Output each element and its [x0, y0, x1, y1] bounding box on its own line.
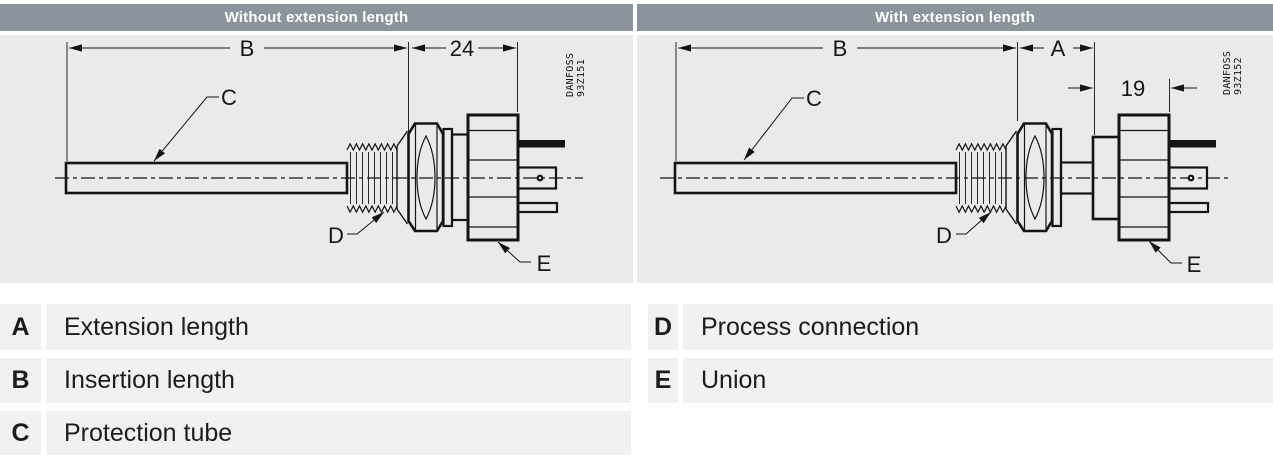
legend-key: E — [648, 358, 678, 403]
stamp-brand: DANFOSS — [565, 53, 576, 97]
part-label-d: D — [328, 223, 344, 248]
part-label-c: C — [806, 86, 822, 111]
stamp-code: 93Z151 — [576, 59, 587, 97]
dimension-24: 24 — [412, 36, 518, 112]
drawing-with-extension: B A 19 C D — [660, 36, 1244, 277]
leader-e: E — [1148, 240, 1202, 277]
legend-row: D Process connection — [648, 304, 1273, 350]
legend-key: B — [0, 358, 41, 403]
legend-label: Process connection — [683, 304, 1273, 350]
leader-d: D — [328, 211, 385, 248]
process-connection-thread — [955, 130, 1018, 225]
dim-label-b: B — [833, 36, 848, 61]
plug-connector — [1167, 140, 1216, 214]
legend-row: A Extension length — [0, 304, 631, 350]
dim-label-19: 19 — [1121, 76, 1145, 101]
legend-key: C — [0, 411, 41, 455]
stamp-code: 93Z152 — [1233, 57, 1244, 95]
hex-nut — [1016, 122, 1054, 233]
leader-d: D — [936, 211, 992, 248]
leader-c: C — [153, 85, 237, 162]
leader-c: C — [743, 86, 822, 161]
legend-label: Union — [683, 358, 1273, 403]
part-label-c: C — [221, 85, 237, 110]
collar — [450, 133, 470, 222]
dim-label-24: 24 — [450, 36, 474, 61]
stamp-brand: DANFOSS — [1222, 51, 1233, 95]
dim-label-a: A — [1051, 36, 1066, 61]
plug-connector — [516, 140, 565, 214]
panel-header-without-extension: Without extension length — [0, 4, 633, 31]
leader-e: E — [497, 241, 552, 276]
drawing-without-extension: B 24 C D E — [55, 36, 587, 276]
part-label-e: E — [1187, 252, 1202, 277]
hex-nut — [407, 122, 445, 233]
legend-row: E Union — [648, 358, 1273, 403]
drawing-stamp-left: DANFOSS 93Z151 — [565, 53, 587, 97]
protection-tube — [673, 161, 958, 195]
drawing-panel-right — [637, 35, 1273, 283]
part-label-d: D — [936, 223, 952, 248]
dimension-19: 19 — [1068, 76, 1197, 112]
drawing-stamp-right: DANFOSS 93Z152 — [1222, 51, 1244, 95]
legend-label: Insertion length — [46, 358, 631, 403]
dimension-b: B — [66, 36, 409, 161]
legend-key: A — [0, 304, 41, 350]
dim-label-b: B — [240, 36, 255, 61]
legend-label: Protection tube — [46, 411, 631, 455]
panel-header-with-extension: With extension length — [637, 4, 1273, 31]
drawing-panel-left — [0, 35, 633, 283]
dimension-a: A — [1020, 36, 1095, 135]
protection-tube — [64, 161, 349, 195]
process-connection-thread — [346, 130, 409, 225]
legend-row: B Insertion length — [0, 358, 631, 403]
part-label-e: E — [537, 251, 552, 276]
legend-key: D — [648, 304, 678, 350]
legend-row: C Protection tube — [0, 411, 631, 455]
legend-label: Extension length — [46, 304, 631, 350]
dimension-b: B — [675, 36, 1018, 161]
